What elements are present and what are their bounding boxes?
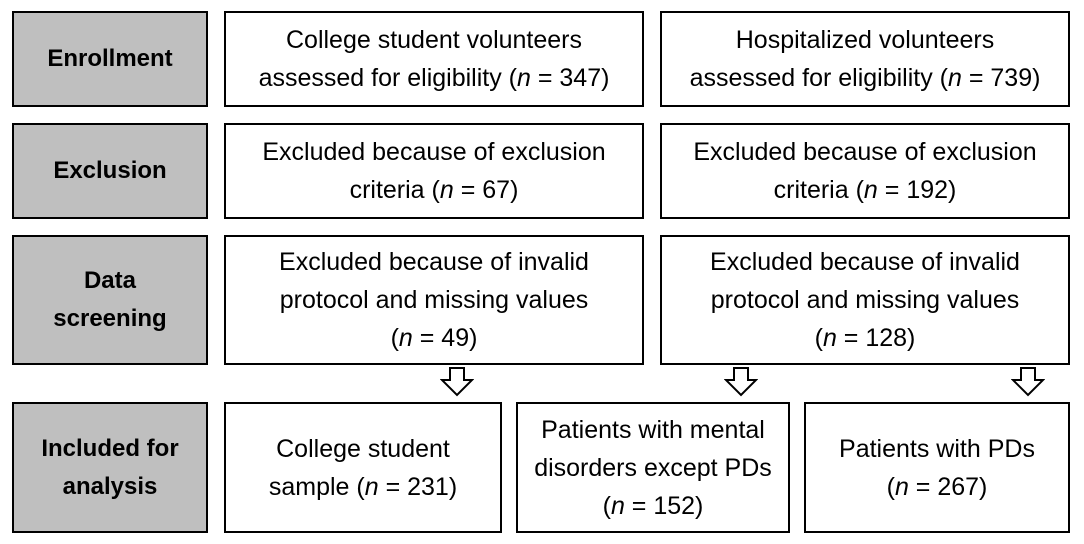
down-arrow-icon <box>724 367 758 397</box>
college-screening-line1: Excluded because of invalid <box>279 248 589 276</box>
pd-patients-box: Patients with PDs (n = 267) <box>804 402 1070 533</box>
stage-exclusion: Exclusion <box>12 123 208 219</box>
hospitalized-screening-line1: Excluded because of invalid <box>710 248 1020 276</box>
stage-screening-line1: Data <box>83 267 136 294</box>
mental-disorders-box: Patients with mental disorders except PD… <box>516 402 790 533</box>
stage-enrollment-label: Enrollment <box>47 45 173 72</box>
college-exclusion-line2: criteria (n = 67) <box>349 176 519 204</box>
college-screening-line2: protocol and missing values <box>279 286 589 314</box>
college-sample-box: College student sample (n = 231) <box>224 402 502 533</box>
hospitalized-enrollment-line1: Hospitalized volunteers <box>735 26 995 54</box>
stage-screening-line2: screening <box>53 305 167 332</box>
stage-enrollment: Enrollment <box>12 11 208 107</box>
pd-patients-line2: (n = 267) <box>886 472 988 501</box>
mental-disorders-line2: disorders except PDs <box>534 453 772 482</box>
college-enrollment-box: College student volunteers assessed for … <box>224 11 644 107</box>
hospitalized-screening-line2: protocol and missing values <box>710 286 1020 314</box>
stage-exclusion-label: Exclusion <box>53 157 167 184</box>
college-screening-box: Excluded because of invalid protocol and… <box>224 235 644 365</box>
hospitalized-exclusion-line1: Excluded because of exclusion <box>693 138 1037 166</box>
stage-data-screening: Data screening <box>12 235 208 365</box>
college-sample-line2: sample (n = 231) <box>268 472 458 501</box>
hospitalized-enrollment-box: Hospitalized volunteers assessed for eli… <box>660 11 1070 107</box>
hospitalized-screening-box: Excluded because of invalid protocol and… <box>660 235 1070 365</box>
college-enrollment-line1: College student volunteers <box>285 26 583 54</box>
pd-patients-line1: Patients with PDs <box>839 434 1035 463</box>
hospitalized-exclusion-box: Excluded because of exclusion criteria (… <box>660 123 1070 219</box>
hospitalized-screening-line3: (n = 128) <box>814 324 916 352</box>
college-enrollment-line2: assessed for eligibility (n = 347) <box>258 64 610 92</box>
stage-included-line1: Included for <box>41 434 179 462</box>
college-sample-line1: College student <box>276 434 450 463</box>
hospitalized-enrollment-line2: assessed for eligibility (n = 739) <box>689 64 1041 92</box>
down-arrow-icon <box>440 367 474 397</box>
mental-disorders-line3: (n = 152) <box>602 491 704 520</box>
stage-included-line2: analysis <box>62 472 158 500</box>
stage-included-for-analysis: Included for analysis <box>12 402 208 533</box>
college-screening-line3: (n = 49) <box>390 324 478 352</box>
hospitalized-exclusion-line2: criteria (n = 192) <box>773 176 957 204</box>
college-exclusion-line1: Excluded because of exclusion <box>262 138 606 166</box>
college-exclusion-box: Excluded because of exclusion criteria (… <box>224 123 644 219</box>
mental-disorders-line1: Patients with mental <box>541 415 765 444</box>
down-arrow-icon <box>1011 367 1045 397</box>
